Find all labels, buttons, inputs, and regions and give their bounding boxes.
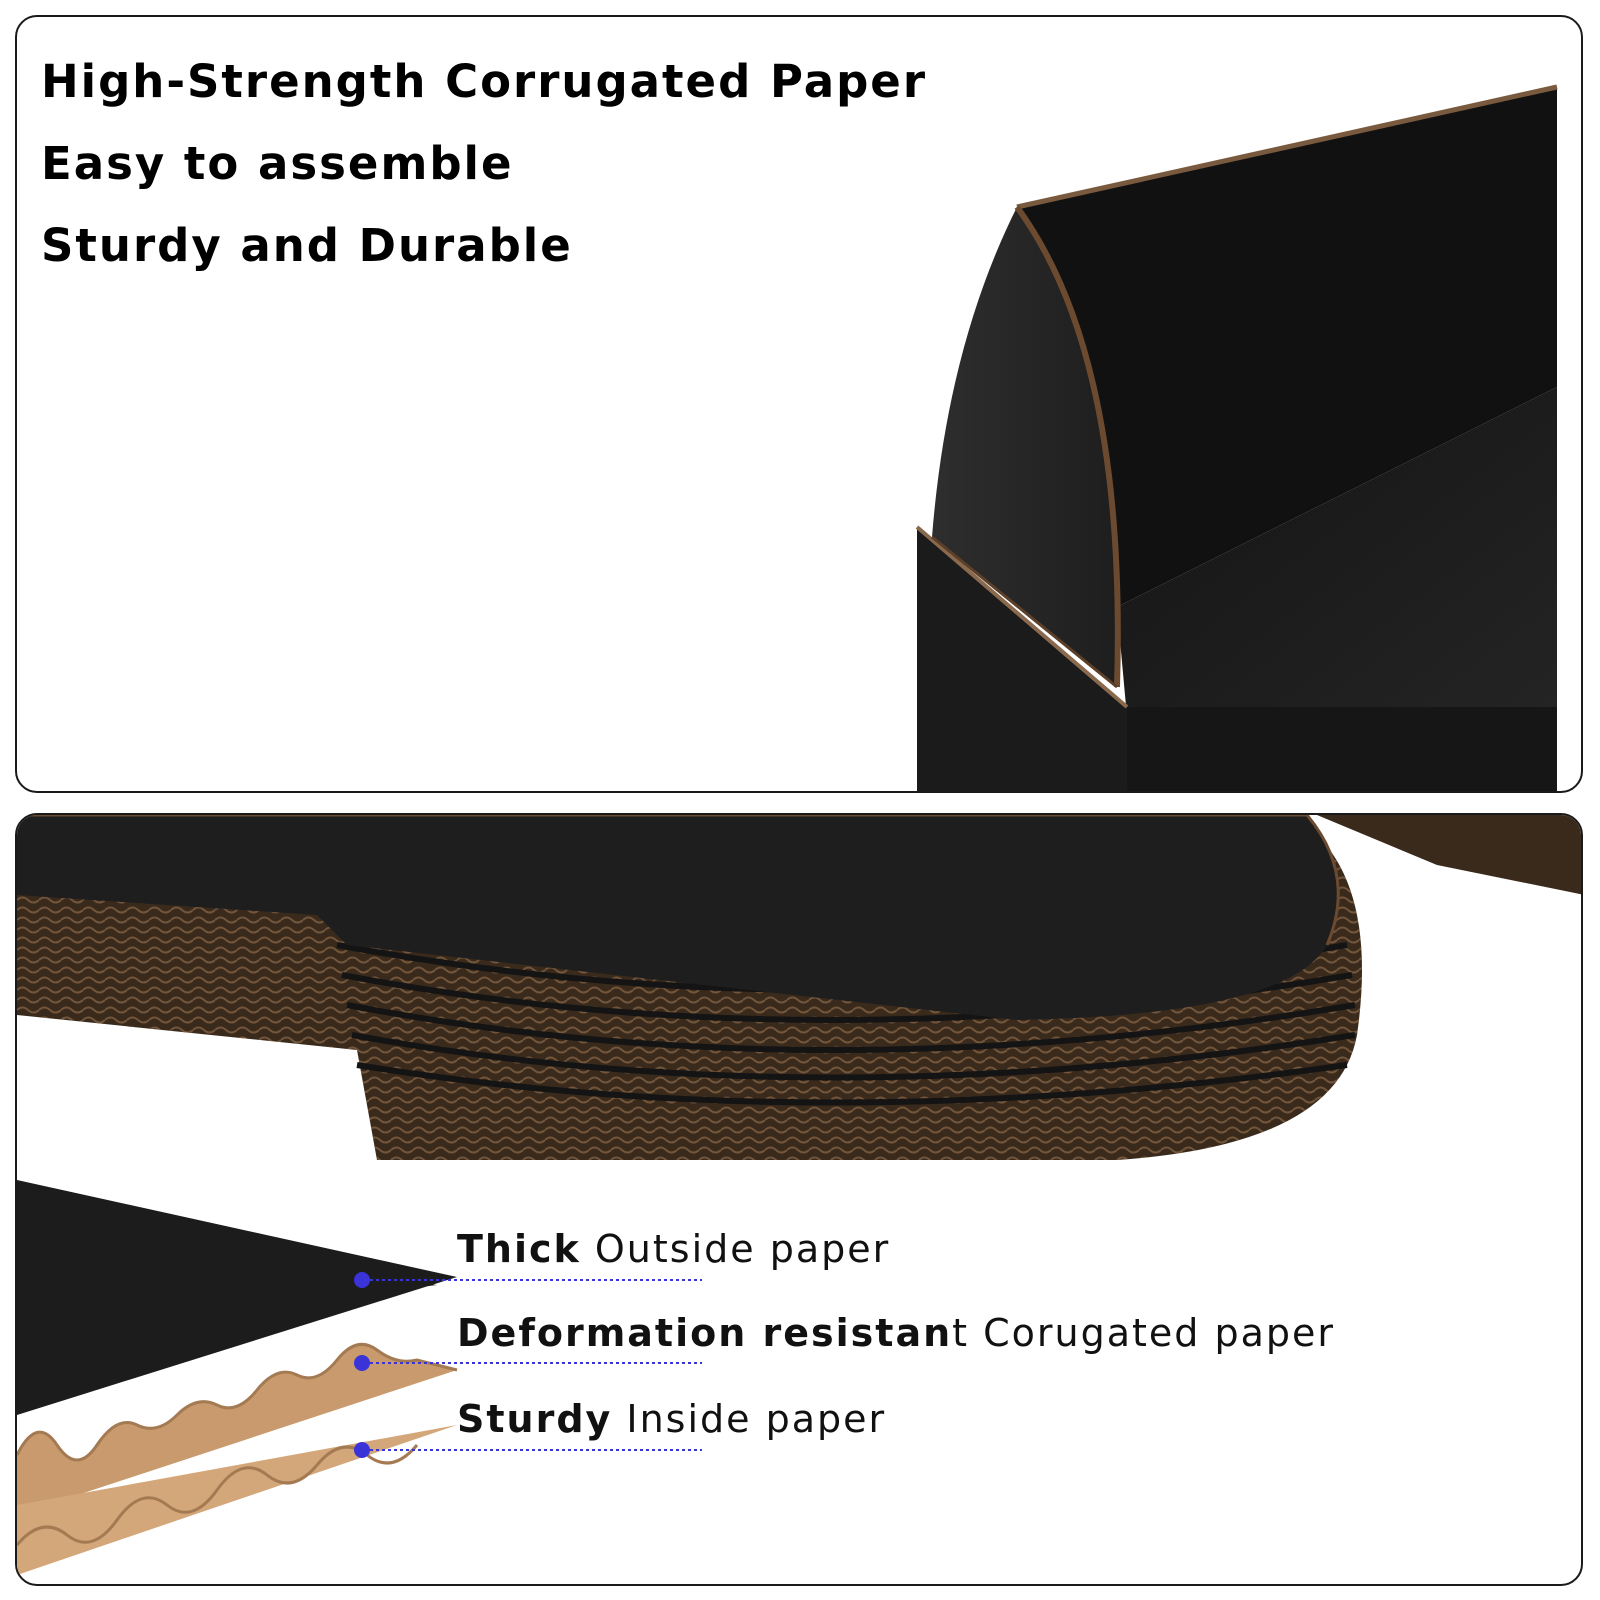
layer-inside-regular: Inside paper [612,1397,887,1441]
top-panel: High-Strength Corrugated Paper Easy to a… [15,15,1583,793]
headline-sturdy-durable: Sturdy and Durable [41,219,573,272]
layer-inside-bold: Sturdy [457,1397,613,1441]
layer-label-corrugated: Deformation resistant Corugated paper [457,1311,1335,1355]
layer-corrugated-regular: t Corugated paper [952,1311,1336,1355]
headline-easy-assemble: Easy to assemble [41,137,514,190]
headline-corrugated-paper: High-Strength Corrugated Paper [41,55,928,108]
layer-label-outside: Thick Outside paper [457,1227,890,1271]
layer-label-inside: Sturdy Inside paper [457,1397,886,1441]
layer-outside-regular: Outside paper [580,1227,891,1271]
layer-corrugated-bold: Deformation resistan [457,1311,953,1355]
layer-outside-bold: Thick [457,1227,581,1271]
stacked-boards-photo [17,815,1581,1575]
bottom-panel: Thick Outside paper Deformation resistan… [15,813,1583,1586]
box-corner-photo [915,84,1558,791]
